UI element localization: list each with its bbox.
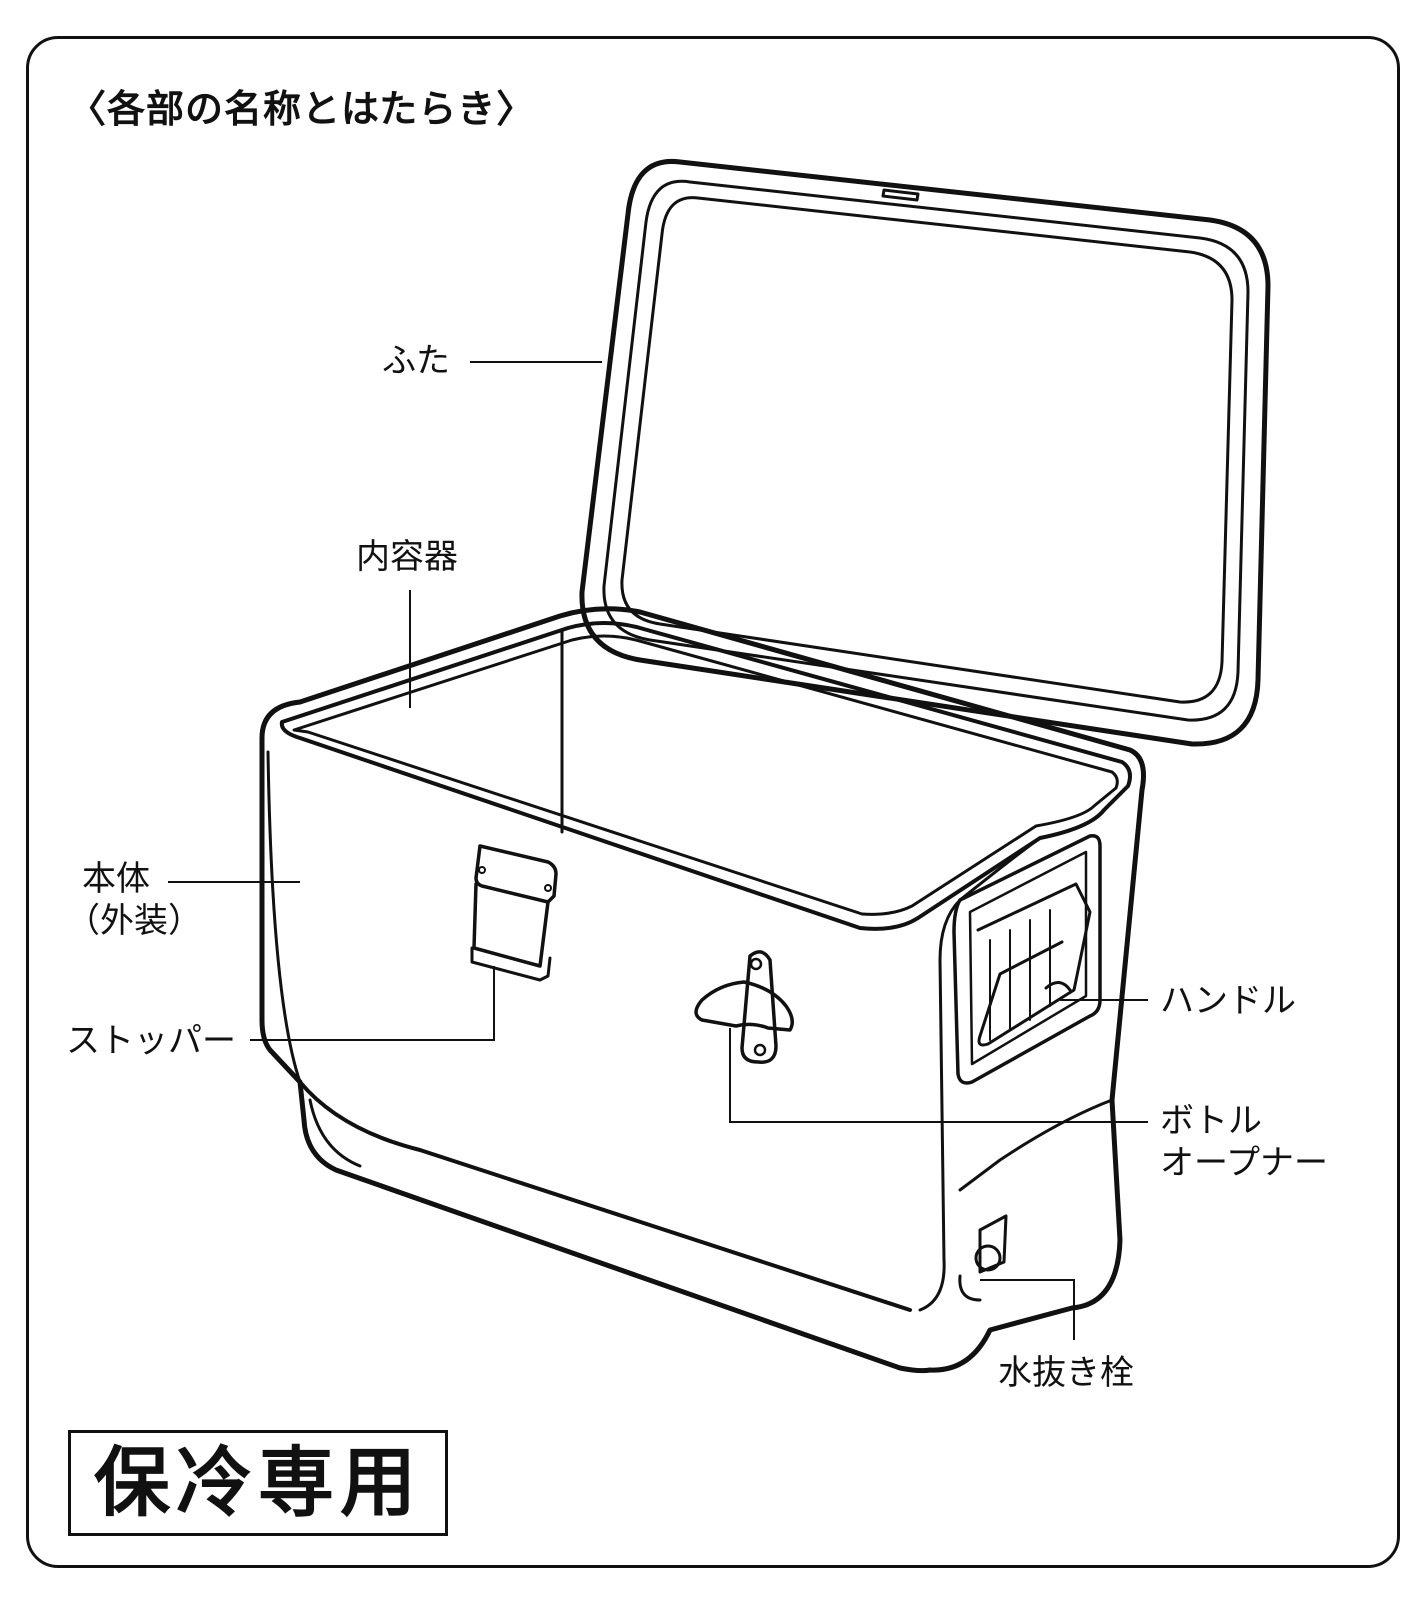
- leader-opener: [729, 1028, 1148, 1123]
- opener-graphic: [694, 950, 794, 1064]
- leader-drain: [980, 1279, 1075, 1340]
- cold-only-badge: 保冷専用: [68, 1430, 448, 1536]
- label-inner-container: 内容器: [356, 537, 458, 577]
- handle-graphic: [952, 833, 1102, 1085]
- label-body-line2: （外装）: [66, 901, 202, 941]
- label-body: 本体 （外装）: [66, 858, 202, 942]
- label-opener-line1: ボトル: [1160, 1101, 1262, 1141]
- label-opener-line2: オープナー: [1160, 1143, 1328, 1183]
- label-handle: ハンドル: [1160, 981, 1296, 1021]
- label-drain-plug: 水抜き栓: [998, 1353, 1134, 1393]
- badge-text: 保冷専用: [94, 1438, 422, 1527]
- body-graphic: [259, 606, 1146, 1374]
- lid-graphic: [579, 158, 1271, 747]
- label-bottle-opener: ボトル オープナー: [1160, 1100, 1328, 1184]
- page-title: 〈各部の名称とはたらき〉: [68, 87, 536, 131]
- leader-stopper: [250, 966, 495, 1041]
- label-body-line1: 本体: [82, 859, 150, 899]
- label-lid: ふた: [382, 341, 450, 381]
- stopper-graphic: [470, 844, 558, 982]
- outer-frame: [26, 36, 1400, 1568]
- label-stopper: ストッパー: [66, 1021, 236, 1061]
